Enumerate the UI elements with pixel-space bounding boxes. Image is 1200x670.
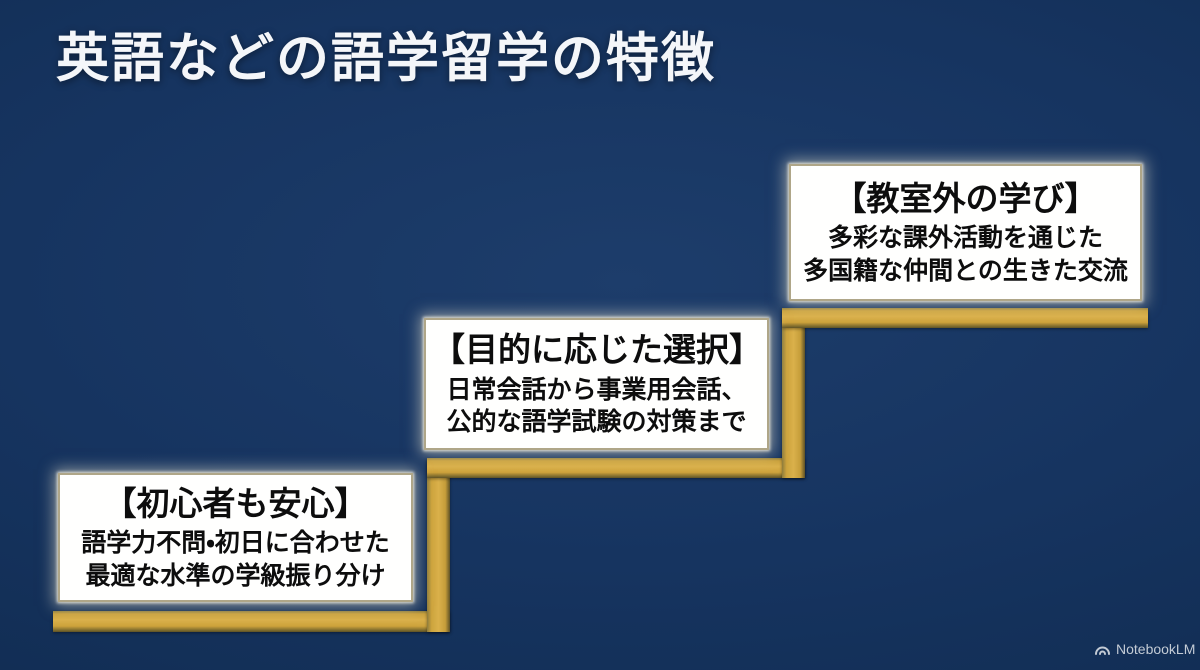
- feature-box-line: 多彩な課外活動を通じた: [827, 224, 1103, 253]
- feature-box-purpose: 【目的に応じた選択】 日常会話から事業用会話、 公的な語学試験の対策まで: [424, 318, 769, 450]
- page-title: 英語などの語学留学の特徴: [56, 30, 716, 88]
- watermark: NotebookLM: [1094, 641, 1195, 657]
- feature-box-heading: 【教室外の学び】: [833, 179, 1098, 217]
- feature-box-outside-classroom: 【教室外の学び】 多彩な課外活動を通じた 多国籍な仲間との生きた交流: [789, 164, 1142, 301]
- staircase-riser-2: [782, 309, 805, 478]
- watermark-label: NotebookLM: [1116, 641, 1196, 657]
- feature-box-line: 語学力不問・初日に合わせた: [81, 529, 390, 558]
- feature-box-beginners: 【初心者も安心】 語学力不問・初日に合わせた 最適な水準の学級振り分け: [58, 473, 413, 602]
- feature-box-line: 日常会話から事業用会話、: [446, 375, 747, 404]
- staircase-tread-1: [53, 611, 450, 632]
- staircase-tread-3: [782, 308, 1148, 328]
- staircase-tread-2: [427, 458, 805, 478]
- staircase-riser-1: [427, 459, 450, 632]
- feature-box-line: 公的な語学試験の対策まで: [446, 408, 747, 437]
- feature-box-line: 多国籍な仲間との生きた交流: [803, 256, 1128, 285]
- feature-box-heading: 【初心者も安心】: [103, 484, 368, 522]
- feature-box-line: 最適な水準の学級振り分け: [85, 561, 386, 590]
- feature-box-heading: 【目的に応じた選択】: [432, 331, 762, 369]
- notebooklm-logo-icon: [1094, 643, 1111, 656]
